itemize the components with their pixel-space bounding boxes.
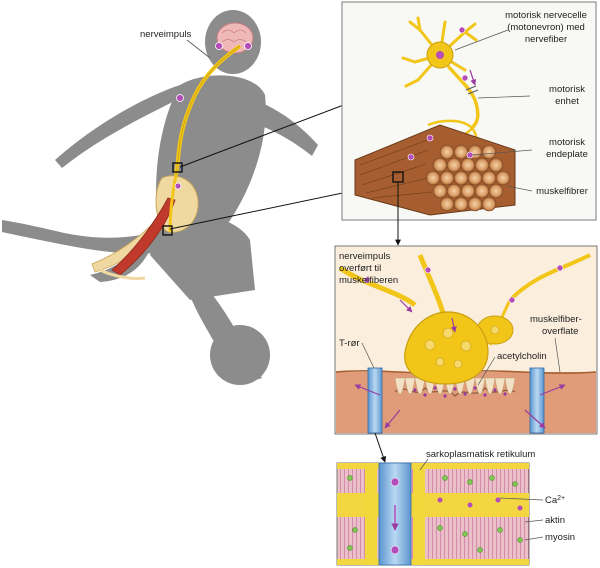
acetylcholine-molecules — [413, 386, 507, 398]
label-impulse-transferred-2: overført til — [339, 263, 381, 274]
label-motor-neuron-1: motorisk nervecelle — [505, 10, 587, 21]
label-actin: aktin — [545, 515, 565, 526]
label-muscle-fibers: muskelfibrer — [536, 186, 588, 197]
t-tubule-right — [529, 367, 545, 434]
callout-box-upper — [172, 162, 183, 173]
label-end-plate-2: endeplate — [546, 149, 588, 160]
label-acetylcholine: acetylcholin — [497, 351, 547, 362]
panel-motor-unit: motorisk nervecelle (motonevron) med ner… — [341, 1, 597, 221]
panel-neuromuscular-junction: nerveimpuls overført til muskelfiberen T… — [334, 245, 598, 435]
panel-sarcoplasmic-reticulum: sarkoplasmatisk retikulum Ca2+ aktin myo… — [336, 449, 575, 566]
callout-box-lower — [162, 225, 173, 236]
label-sarcoplasmic-reticulum: sarkoplasmatisk retikulum — [426, 449, 535, 460]
t-tubule-left — [367, 367, 383, 434]
label-calcium: Ca2+ — [545, 495, 565, 507]
muscle-fiber-bundle — [354, 124, 516, 216]
label-motor-unit-1: motorisk — [549, 84, 585, 95]
axon-terminal — [404, 311, 489, 385]
label-impulse-transferred-1: nerveimpuls — [339, 251, 390, 262]
label-myosin: myosin — [545, 532, 575, 543]
calcium-ions — [347, 475, 523, 553]
label-motor-unit-2: enhet — [555, 96, 579, 107]
label-end-plate-1: motorisk — [549, 137, 585, 148]
leader-arrow-to-reticulum — [374, 432, 387, 463]
football-player-silhouette — [2, 10, 318, 385]
label-fiber-surface-1: muskelfiber- — [530, 314, 582, 325]
label-impulse-transferred-3: muskelfiberen — [339, 275, 398, 286]
football — [210, 325, 270, 385]
label-motor-neuron-2: (motonevron) med — [507, 22, 585, 33]
label-fiber-surface-2: overflate — [542, 326, 578, 337]
leg-muscle — [111, 197, 176, 276]
label-motor-neuron-3: nervefiber — [525, 34, 567, 45]
label-t-tubule: T-rør — [339, 338, 360, 349]
leg-anatomy — [91, 175, 199, 280]
impulse-dots-body — [174, 42, 252, 190]
label-nerve-impulse: nerveimpuls — [140, 29, 191, 40]
